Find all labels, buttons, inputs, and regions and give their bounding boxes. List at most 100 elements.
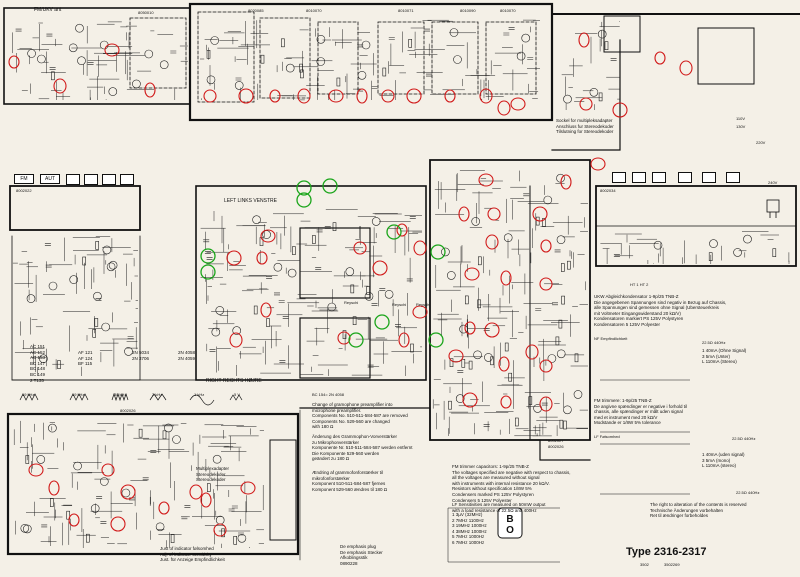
module-id-2: 8020085 xyxy=(248,8,264,13)
red-marker xyxy=(479,88,493,104)
red-marker xyxy=(229,332,243,348)
preset-button-3[interactable] xyxy=(102,174,116,185)
transistor-symbol xyxy=(121,488,131,498)
transistor-symbol xyxy=(441,247,450,257)
transistor-symbol xyxy=(77,56,86,66)
function-button-4[interactable] xyxy=(678,172,692,183)
bc-note: BC 154= 2N 4058 xyxy=(312,392,344,397)
transistor-symbol xyxy=(357,71,367,80)
transistor-symbol xyxy=(453,55,462,64)
red-marker xyxy=(337,331,351,345)
transistor-symbol xyxy=(446,271,456,280)
transistor-symbol xyxy=(316,34,326,44)
transistor-symbol xyxy=(215,515,225,525)
transistor-symbol xyxy=(503,233,513,242)
legend-2n: 2N 5034 2N 3706 xyxy=(132,350,150,361)
table-row: 3 19MHz 1000Hz xyxy=(452,523,487,529)
transistor-symbol xyxy=(573,390,583,399)
transistor-symbol xyxy=(73,461,82,471)
red-marker xyxy=(256,251,268,265)
table-row: 5 7MHz 1000Hz xyxy=(452,534,485,540)
transistor-symbol xyxy=(155,522,165,532)
red-marker xyxy=(539,359,553,373)
green-marker xyxy=(430,244,446,260)
green-marker xyxy=(322,178,338,194)
table-row: 1 3µV (32MHz) xyxy=(452,512,483,517)
red-marker xyxy=(525,344,539,360)
transistor-symbol xyxy=(93,291,102,301)
red-marker xyxy=(498,356,510,372)
transistor-symbol xyxy=(547,354,557,363)
transistor-symbol xyxy=(48,423,57,433)
transistor-symbol xyxy=(106,262,116,272)
transistor-symbol xyxy=(37,54,46,64)
green-marker xyxy=(296,192,312,208)
transistor-symbol xyxy=(316,57,326,66)
red-marker xyxy=(68,513,80,527)
transistor-symbol xyxy=(124,347,133,356)
osc-label-1: 19 kHz xyxy=(22,392,35,397)
bottom-block-id-2: 8002026 xyxy=(548,444,564,449)
freq-block-2: 1 40mA (uden signal) 3 5mA (mono) L 110m… xyxy=(702,452,745,469)
transistor-symbol xyxy=(556,235,566,244)
transistor-symbol xyxy=(36,455,46,464)
module-id-6: 8010070 xyxy=(500,8,516,13)
red-marker xyxy=(200,492,212,508)
bottom-block-id: 8002027 xyxy=(548,438,564,443)
transistor-symbol xyxy=(237,533,247,543)
decoder-label: Multiplexadapter Stereodekoder Stereodek… xyxy=(196,466,230,483)
fm-trimmere-note: FM trimmere: 1-9p/25 TNB-Z De angivne sp… xyxy=(594,398,688,426)
transistor-symbol xyxy=(364,291,374,301)
red-marker xyxy=(612,102,628,118)
transistor-symbol xyxy=(733,248,742,257)
red-marker xyxy=(269,89,281,103)
ht-labels: HT 1 HT 2 xyxy=(630,282,649,287)
function-button-2[interactable] xyxy=(632,172,646,183)
red-marker xyxy=(539,396,553,412)
preset-button-4[interactable] xyxy=(120,174,134,185)
red-marker xyxy=(398,332,410,348)
transistor-symbol xyxy=(653,240,663,250)
green-marker xyxy=(200,248,216,264)
plug-icon xyxy=(766,199,780,218)
transistor-symbol xyxy=(285,63,295,73)
function-button-1[interactable] xyxy=(612,172,626,183)
reuschi-3: Reyschi xyxy=(344,300,359,305)
red-marker xyxy=(238,88,254,104)
transistor-symbol xyxy=(597,29,607,39)
module-id-5: 8010090 xyxy=(460,8,476,13)
transistor-symbol xyxy=(132,79,141,89)
legend-ac: AC 151 AC 152 AC 153 BC 147 BC 148 BC 14… xyxy=(30,344,46,383)
preset-button-2[interactable] xyxy=(84,174,98,185)
transistor-symbol xyxy=(361,40,371,50)
function-button-3[interactable] xyxy=(652,172,666,183)
reuschi-1: Reyschi xyxy=(392,302,407,307)
deemphasis-note: De emphasis plug De emphasis Stecker Afk… xyxy=(340,544,383,566)
module-id-3: 8010070 xyxy=(306,8,322,13)
part-number-1: 3502 xyxy=(640,562,649,567)
ukw-note: UKW Abgleichkondensator 1-9p/25 TNB-Z Di… xyxy=(594,294,727,327)
transistor-symbol xyxy=(102,245,112,255)
green-marker xyxy=(374,314,390,330)
red-marker xyxy=(226,250,242,266)
preset-button-1[interactable] xyxy=(66,174,80,185)
transistor-symbol xyxy=(69,275,78,284)
indicator-note: Just of indicator følsomhed Adj. of indi… xyxy=(160,546,225,563)
osc-label-2: 19 kHz xyxy=(72,392,85,397)
sens-value-3: 22.5Ω 440Hz xyxy=(736,490,760,495)
transistor-symbol xyxy=(159,60,169,69)
transistor-symbol xyxy=(449,28,459,37)
red-marker xyxy=(532,206,548,222)
osc-label-4: 2 kHz xyxy=(152,392,163,397)
transistor-symbol xyxy=(516,51,526,61)
mono-button[interactable] xyxy=(726,172,740,183)
preamp-frame xyxy=(195,185,427,381)
function-button-5[interactable] xyxy=(702,172,716,183)
lf-sens-label: LF Følsomhed xyxy=(594,434,620,439)
fm-button[interactable]: FM xyxy=(14,174,34,184)
voltage-220: 220V xyxy=(756,140,766,145)
red-marker xyxy=(8,55,20,69)
voltage-240: 240V xyxy=(768,180,778,185)
aut-button[interactable]: AUT xyxy=(40,174,60,184)
transistor-symbol xyxy=(211,327,221,337)
